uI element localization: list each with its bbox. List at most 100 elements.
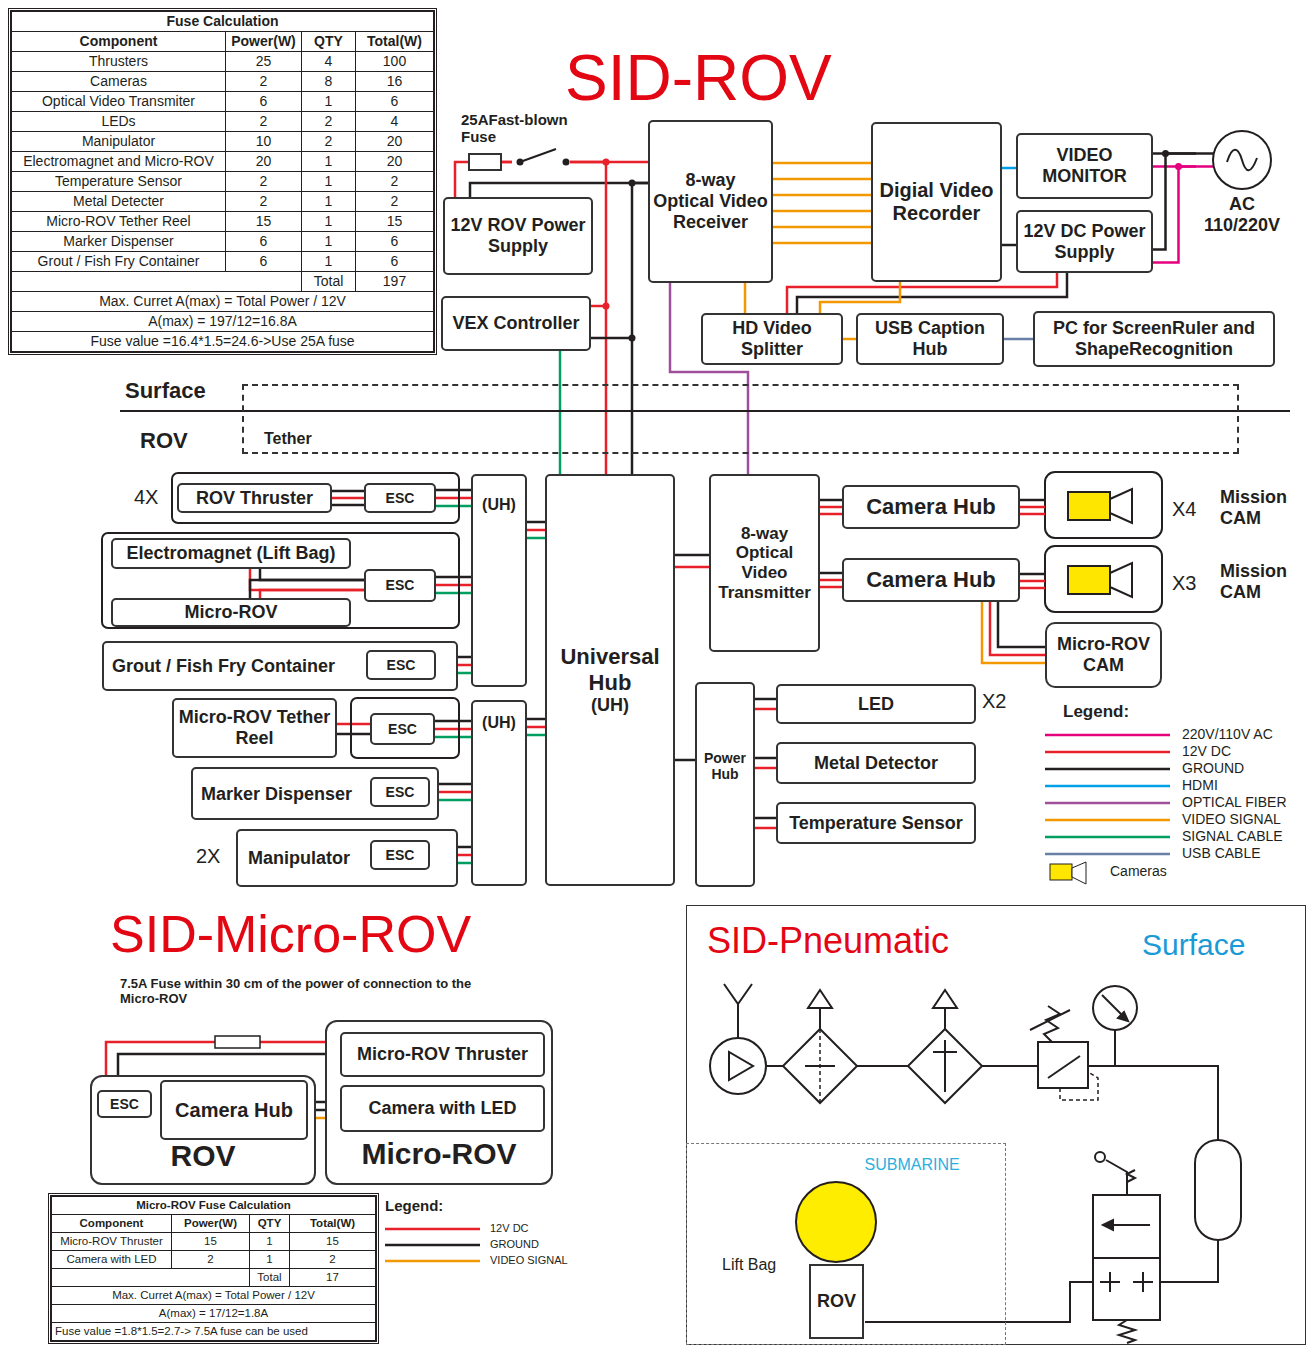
wire [527,522,545,538]
drawing-part [385,1228,480,1231]
box-text: Camera with LED [365,1098,519,1119]
component-box: ROVESCCamera Hub [90,1075,316,1185]
wire-line [1004,338,1033,341]
table-row: Micro-ROV Thruster15115 [52,1233,376,1251]
table-cell: 15 [172,1233,250,1251]
drawing-part [1088,1066,1218,1140]
drawing-part [1045,785,1170,788]
box-text: Metal Detector [811,753,941,774]
wire-line [435,728,471,731]
table-row: Cameras2816 [12,72,434,92]
table-row: Thrusters254100 [12,52,434,72]
wire-line [455,162,468,197]
box-text: ESC [385,721,420,737]
component-box: LED [776,684,976,724]
fuse-table-grid: Micro-ROV Fuse CalculationComponentPower… [51,1196,376,1341]
wire [745,283,746,313]
drawing-part [603,303,610,310]
table-cell: 20 [356,132,434,152]
drawing-part [944,1040,946,1092]
annotation: SID-Micro-ROV [110,908,610,960]
drawing-part [1095,1152,1105,1162]
table-cell: 10 [226,132,302,152]
legend-text: SIGNAL CABLE [1182,828,1283,844]
wire-line [675,566,709,569]
drawing-part [1020,587,1045,590]
fuse-table-grid: Fuse CalculationComponentPower(W)QTYTota… [11,11,434,352]
wire [560,351,561,474]
drawing-part [908,1029,982,1103]
component-box: ESC [366,650,436,680]
table-row: ComponentPower(W)QTYTotal(W) [12,32,434,52]
drawing-part [710,1038,766,1094]
annotation: Legend: [385,1197,485,1214]
wire-line [1153,154,1196,250]
table-cell: 17 [290,1269,376,1287]
table-cell: 4 [356,112,434,132]
table-cell: Grout / Fish Fry Container [12,252,226,272]
wire [982,602,1045,663]
table-cell: 1 [250,1251,290,1269]
drawing-part [1175,163,1182,170]
annotation: Lift Bag [722,1256,812,1274]
legend-text: Cameras [1110,863,1167,879]
wire [435,721,471,737]
table-cell: A(max) = 17/12=1.8A [52,1305,376,1323]
wire [527,719,545,735]
component-box: 12V DC Power Supply [1016,210,1153,273]
table-cell: 2 [302,112,356,132]
wire-line [436,489,471,492]
box-text: VIDEO MONITOR [1018,145,1151,186]
legend-text: 220V/110V AC [1182,726,1273,742]
annotation: X3 [1172,572,1212,595]
annotation: X2 [982,690,1022,713]
wire-line [632,183,648,474]
table-cell: 20 [226,152,302,172]
table-row: Optical Video Transmiter616 [12,92,434,112]
component-box: ESC [364,483,436,513]
box-text: ESC [383,577,418,593]
wire-line [332,490,364,493]
table-cell: 15 [290,1233,376,1251]
box-text: ROV [92,1139,314,1174]
drawing-part [1050,864,1072,880]
table-cell: Electromagnet and Micro-ROV [12,152,226,172]
wire-line [755,817,776,820]
wire-line [332,504,364,507]
drawing-part [1020,573,1045,576]
box-text: Micro-ROV [327,1137,551,1172]
table-cell: 15 [356,212,434,232]
table-cell: 8 [302,72,356,92]
component-box: ESC [364,569,436,602]
component-box: ESC [370,713,435,745]
drawing-part [1044,1006,1060,1042]
table-cell: Power(W) [226,32,302,52]
wire-line [332,497,364,500]
wire-line [337,723,370,726]
box-text: Camera Hub [172,1099,296,1122]
drawing-part [1045,768,1170,771]
table-cell: QTY [250,1215,290,1233]
table-cell: 1 [250,1233,290,1251]
table-row: Fuse Calculation [12,12,434,32]
box-text: (UH) [588,695,632,716]
component-box: HD Video Splitter [701,313,843,365]
table-cell: Temperature Sensor [12,172,226,192]
table-cell: 1 [302,192,356,212]
component-box: Camera Hub [842,485,1020,529]
annotation: Legend: [1063,702,1183,722]
table-cell: LEDs [12,112,226,132]
table-cell: 4 [302,52,356,72]
drawing-part [1213,131,1271,189]
component-box: Camera Hub [842,558,1020,602]
wire [773,163,871,243]
drawing-part [737,1004,739,1038]
wire [670,283,748,474]
table-cell: 20 [356,152,434,172]
diagram-title: SID-ROV [565,46,832,110]
wire-line [773,242,871,245]
table-cell: 2 [356,172,434,192]
wire-line [470,183,648,197]
drawing-part [766,1065,783,1067]
